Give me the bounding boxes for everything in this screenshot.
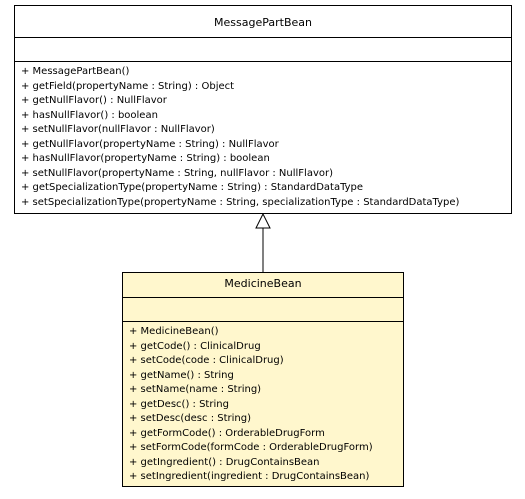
operation-item: + getField(propertyName : String) : Obje… [21, 80, 235, 92]
operation-item: + hasNullFlavor() : boolean [21, 109, 158, 121]
operation-item: + MessagePartBean() [21, 66, 130, 77]
operation-item: + setSpecializationType(propertyName : S… [21, 196, 460, 208]
operation-item: + setName(name : String) [129, 384, 262, 395]
operation-item: + getNullFlavor() : NullFlavor [21, 95, 167, 106]
operation-item: + getNullFlavor(propertyName : String) :… [21, 138, 279, 150]
operation-item: + setDesc(desc : String) [129, 413, 251, 424]
operation-item: + setNullFlavor(propertyName : String, n… [21, 167, 334, 179]
class-box-messagepartbean[interactable]: MessagePartBean + MessagePartBean() + get… [14, 5, 512, 214]
class-name: MessagePartBean [15, 6, 511, 38]
operation-item: + MedicineBean() [129, 326, 219, 337]
operations-compartment: + MessagePartBean() + getField(propertyNa… [15, 62, 511, 210]
operation-item: + setCode(code : ClinicalDrug) [129, 355, 284, 366]
generalization-arrowhead [255, 212, 271, 229]
operation-item: + getCode() : ClinicalDrug [129, 340, 261, 352]
operation-item: + getIngredient() : DrugContainsBean [129, 456, 320, 468]
operation-item: + getName() : String [129, 369, 234, 381]
attributes-compartment [15, 38, 511, 62]
class-name: MedicineBean [123, 273, 403, 298]
operation-item: + getFormCode() : OrderableDrugForm [129, 427, 325, 439]
operation-item: + setFormCode(formCode : OrderableDrugFo… [129, 442, 373, 453]
operation-item: + hasNullFlavor(propertyName : String) :… [21, 153, 270, 164]
class-box-medicinebean[interactable]: MedicineBean + MedicineBean() + getCode()… [122, 272, 404, 487]
operation-item: + setNullFlavor(nullFlavor : NullFlavor) [21, 124, 215, 135]
operation-item: + getSpecializationType(propertyName : S… [21, 182, 364, 193]
operation-item: + setIngredient(ingredient : DrugContain… [129, 471, 370, 482]
operations-compartment: + MedicineBean() + getCode() : ClinicalDr… [123, 322, 403, 485]
attributes-compartment [123, 298, 403, 322]
operation-item: + getDesc() : String [129, 398, 229, 410]
